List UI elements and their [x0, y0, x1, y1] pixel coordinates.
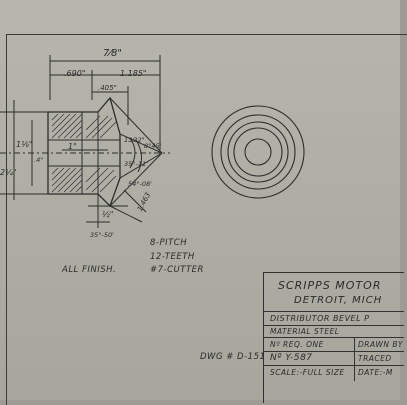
end-view	[211, 105, 305, 199]
dim-right-length: 1.185"	[120, 69, 147, 78]
drawing-border	[6, 34, 407, 405]
drawing-number: DWG # D-151	[200, 352, 266, 362]
date: DATE:-M	[358, 368, 393, 377]
dim-angle-2: 35°-11'	[124, 160, 148, 168]
gear-drawing	[0, 55, 305, 228]
dim-angle-4: 35°-50'	[90, 231, 114, 239]
scale: SCALE:-FULL SIZE	[270, 368, 345, 377]
dim-bore: 1"	[68, 142, 77, 151]
drawn-by: DRAWN BY	[358, 340, 403, 349]
company-name: SCRIPPS MOTOR	[278, 279, 382, 292]
traced-by: TRACED	[358, 354, 392, 363]
company-city: DETROIT, MICH	[294, 295, 383, 306]
quantity-required: Nº REQ. ONE	[270, 340, 324, 349]
dim-half: ½"	[102, 210, 114, 219]
material: MATERIAL STEEL	[270, 327, 340, 336]
dim-hub: .4"	[34, 156, 44, 164]
dim-overall: 7⁄8"	[103, 48, 122, 59]
dim-small-diameter: 13⁄32"	[124, 136, 145, 144]
dim-angle-1: 8°45'	[144, 142, 162, 150]
note-pitch: 8-PITCH	[150, 238, 188, 248]
dim-edge-left: 2¼"	[0, 168, 17, 177]
note-teeth: 12-TEETH	[150, 252, 195, 262]
dim-left-length: .690"	[64, 69, 86, 78]
dim-left-diameter: 1⅛"	[16, 140, 33, 149]
dim-405: .405"	[98, 84, 117, 92]
title-block: SCRIPPS MOTOR DETROIT, MICH DISTRIBUTOR …	[263, 272, 404, 403]
note-cutter: #7-CUTTER	[150, 265, 204, 275]
part-name: DISTRIBUTOR BEVEL P	[270, 314, 370, 323]
part-number: Nº Y-587	[270, 353, 313, 363]
note-finish: ALL FINISH.	[62, 265, 117, 275]
dim-angle-3: 54°-08'	[128, 180, 152, 188]
